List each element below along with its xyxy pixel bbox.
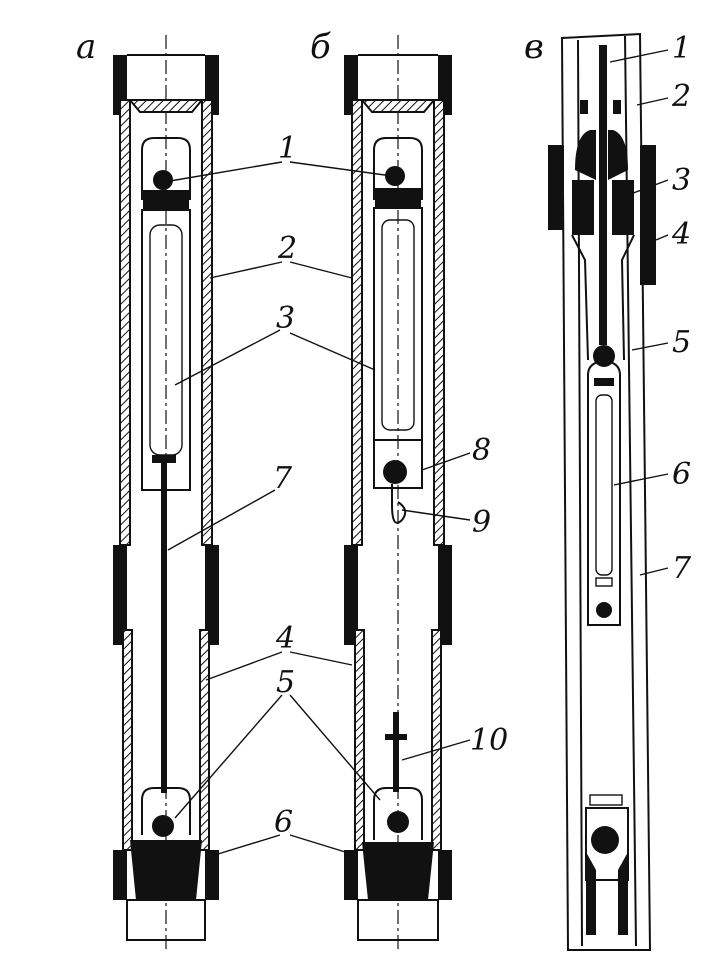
panel-a-mid-coupling-right bbox=[205, 545, 219, 645]
panel-a-mid-coupling-left bbox=[113, 545, 127, 645]
panel-c-rod bbox=[599, 45, 607, 345]
panel-a-standing-valve-ball bbox=[152, 815, 174, 837]
callout-b-10: 10 bbox=[470, 723, 508, 758]
panel-c-standing-valve-ball bbox=[591, 826, 619, 854]
panel-b-barrel-wall-right bbox=[433, 99, 445, 546]
callout-c-4: 4 bbox=[671, 217, 691, 252]
callout-c-2: 2 bbox=[671, 79, 691, 114]
panel-b-lower-wall-left bbox=[354, 629, 365, 851]
panel-c-upper-ball bbox=[593, 345, 615, 367]
callout-a-5: 5 bbox=[276, 665, 295, 700]
panel-c-plunger-ball bbox=[596, 602, 612, 618]
panel-b-lower-wall-right bbox=[431, 629, 442, 851]
callout-a-2: 2 bbox=[277, 231, 297, 266]
panel-a-rod bbox=[161, 463, 167, 793]
panel-b-barrel-wall-left bbox=[351, 99, 363, 546]
panel-a-plunger-head bbox=[143, 190, 189, 210]
panel-c-pump bbox=[548, 32, 656, 951]
panel-a-lower-wall-left bbox=[122, 629, 133, 851]
panel-label-b: б bbox=[310, 27, 331, 67]
callout-c-3: 3 bbox=[672, 163, 691, 198]
panel-b-lower-valve-ball bbox=[383, 460, 407, 484]
leader-lines bbox=[167, 49, 669, 859]
panel-b-hook bbox=[391, 484, 407, 524]
panel-c-coupling-left bbox=[548, 145, 564, 230]
callout-b-9: 9 bbox=[472, 505, 491, 540]
panel-c-plunger bbox=[587, 361, 621, 626]
panel-b-upper-valve-ball bbox=[385, 166, 405, 186]
panel-b-valve-seat bbox=[362, 842, 434, 900]
panel-a-barrel-wall-right bbox=[201, 99, 213, 546]
panel-b-pump bbox=[344, 35, 452, 950]
panel-c-tubing bbox=[560, 32, 652, 951]
callout-a-7: 7 bbox=[273, 461, 293, 496]
callout-a-4: 4 bbox=[275, 621, 295, 656]
callout-a-6: 6 bbox=[274, 805, 293, 840]
panel-a-lower-wall-right bbox=[199, 629, 210, 851]
callout-a-1: 1 bbox=[278, 131, 297, 166]
panel-b-standing-valve-ball bbox=[387, 811, 409, 833]
callout-c-7: 7 bbox=[672, 551, 692, 586]
panel-a-traveling-valve-ball bbox=[153, 170, 173, 190]
panel-a-barrel-wall-left bbox=[119, 99, 131, 546]
callout-a-3: 3 bbox=[276, 301, 295, 336]
callout-b-8: 8 bbox=[472, 433, 491, 468]
panel-label-c: в bbox=[524, 27, 544, 67]
panel-label-a: а bbox=[76, 27, 96, 67]
callout-c-5: 5 bbox=[672, 325, 691, 360]
callout-c-6: 6 bbox=[672, 457, 691, 492]
panel-a-valve-seat bbox=[130, 840, 202, 900]
panel-b-fishing-rod bbox=[393, 712, 399, 792]
callout-c-1: 1 bbox=[672, 31, 691, 66]
panel-c-coupling-right bbox=[640, 145, 656, 285]
panel-a-pump bbox=[113, 35, 219, 950]
